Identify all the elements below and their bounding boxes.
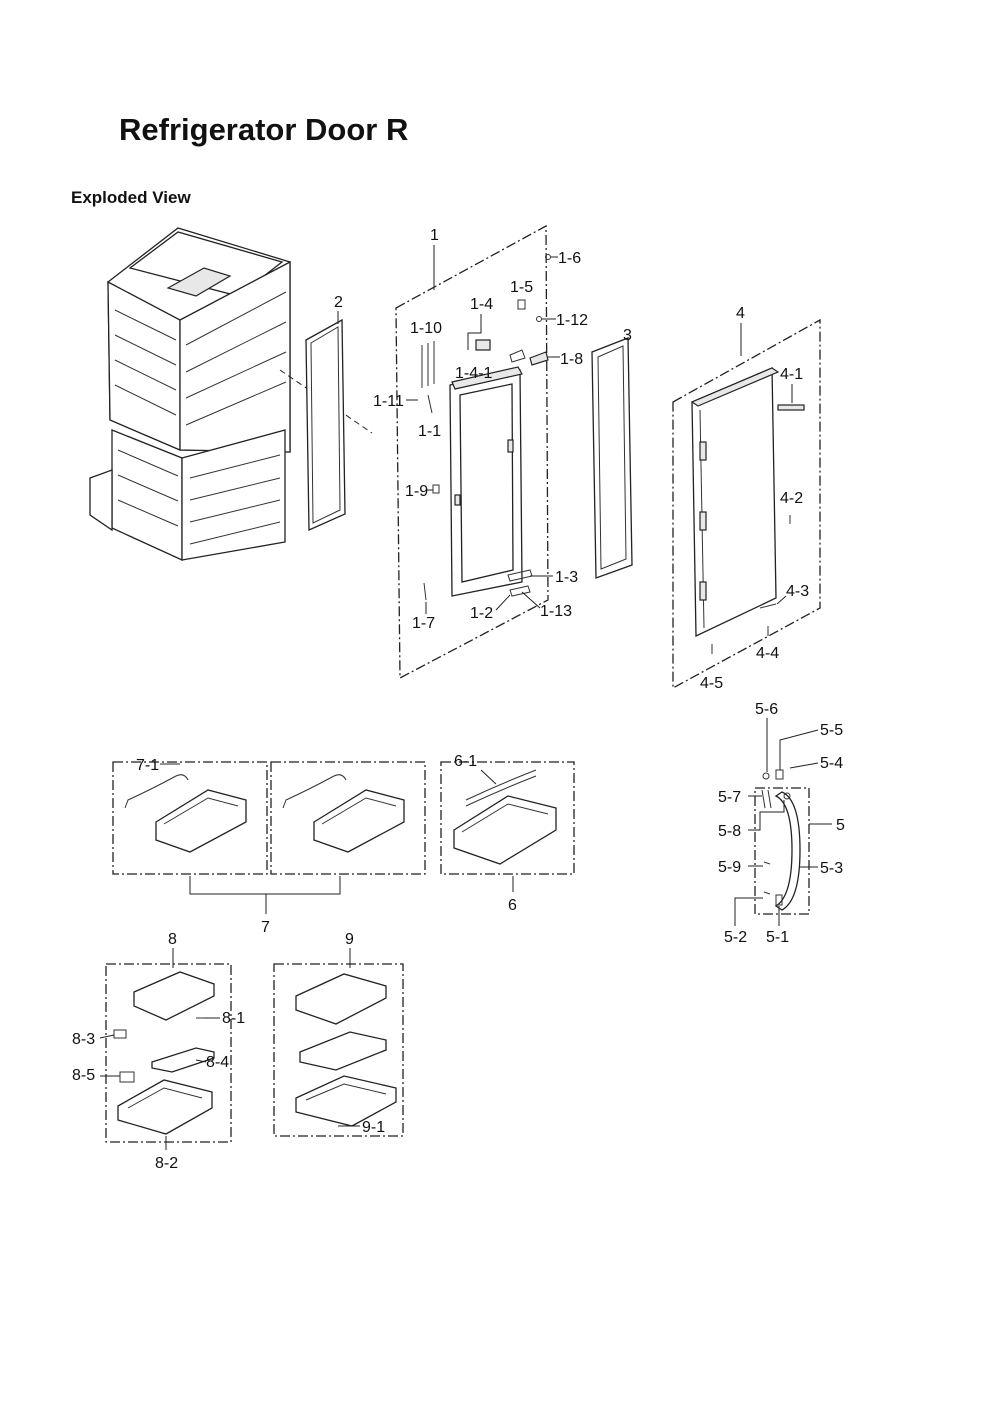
callout-1: 1 (430, 227, 439, 244)
callout-1-1: 1-1 (418, 423, 441, 440)
part-5-handle (761, 769, 801, 911)
part-9-components (295, 973, 397, 1127)
callout-1-3: 1-3 (555, 569, 578, 586)
callout-5-7: 5-7 (718, 789, 741, 806)
part-7-1-left-bin-boundary (112, 761, 268, 875)
callout-1-9: 1-9 (405, 483, 428, 500)
callout-1-10: 1-10 (410, 320, 442, 337)
callout-8-3: 8-3 (72, 1031, 95, 1048)
part-7-door-bins (124, 774, 405, 853)
callout-1-8: 1-8 (560, 351, 583, 368)
callout-4-5: 4-5 (700, 675, 723, 692)
callout-9-1: 9-1 (362, 1119, 385, 1136)
callout-1-11: 1-11 (373, 393, 404, 410)
callout-2: 2 (334, 294, 343, 311)
callout-1-6: 1-6 (558, 250, 581, 267)
callout-5-1: 5-1 (766, 929, 789, 946)
callout-5-2: 5-2 (724, 929, 747, 946)
callout-4-3: 4-3 (786, 583, 809, 600)
part-1-door-liner (449, 366, 523, 597)
callout-8-4: 8-4 (206, 1054, 229, 1071)
callout-5: 5 (836, 817, 845, 834)
part-8-group-boundary (105, 963, 232, 1143)
callout-1-12: 1-12 (556, 312, 588, 329)
callout-1-5: 1-5 (510, 279, 533, 296)
part-6-door-bin (453, 769, 557, 865)
callout-8-2: 8-2 (155, 1155, 178, 1172)
callout-4: 4 (736, 305, 745, 322)
part-4-group-boundary (672, 318, 821, 690)
part-5-group-boundary (754, 787, 810, 915)
callout-5-9: 5-9 (718, 859, 741, 876)
callout-4-4: 4-4 (756, 645, 779, 662)
part-1-small-components (421, 254, 551, 601)
section-subtitle: Exploded View (71, 188, 191, 207)
callout-7-1: 7-1 (136, 757, 159, 774)
callout-8: 8 (168, 931, 177, 948)
part-1-group-boundary (395, 224, 549, 680)
callout-5-3: 5-3 (820, 860, 843, 877)
callout-5-5: 5-5 (820, 722, 843, 739)
part-2-gasket (305, 318, 346, 531)
part-9-group-boundary (273, 963, 404, 1137)
callout-6: 6 (508, 897, 517, 914)
part-6-group-boundary (440, 761, 575, 875)
refrigerator-cabinet-drawing (89, 227, 291, 562)
callout-1-2: 1-2 (470, 605, 493, 622)
callout-9: 9 (345, 931, 354, 948)
callout-4-1: 4-1 (780, 366, 803, 383)
part-3-gasket (591, 337, 633, 579)
callout-5-4: 5-4 (820, 755, 843, 772)
callout-3: 3 (623, 327, 632, 344)
page-title: Refrigerator Door R (119, 112, 409, 147)
callout-8-5: 8-5 (72, 1067, 95, 1084)
callout-1-4-1: 1-4-1 (455, 365, 492, 382)
part-4-outer-door (690, 367, 780, 638)
part-7-right-bin-boundary (270, 761, 426, 875)
part-4-small-components (711, 404, 805, 654)
callout-5-8: 5-8 (718, 823, 741, 840)
callout-4-2: 4-2 (780, 490, 803, 507)
callout-6-1: 6-1 (454, 753, 477, 770)
callout-1-13: 1-13 (540, 603, 572, 620)
callout-7: 7 (261, 919, 270, 936)
callout-5-6: 5-6 (755, 701, 778, 718)
callout-1-4: 1-4 (470, 296, 493, 313)
callout-8-1: 8-1 (222, 1010, 245, 1027)
callout-1-7: 1-7 (412, 615, 435, 632)
part-8-components (113, 971, 215, 1135)
